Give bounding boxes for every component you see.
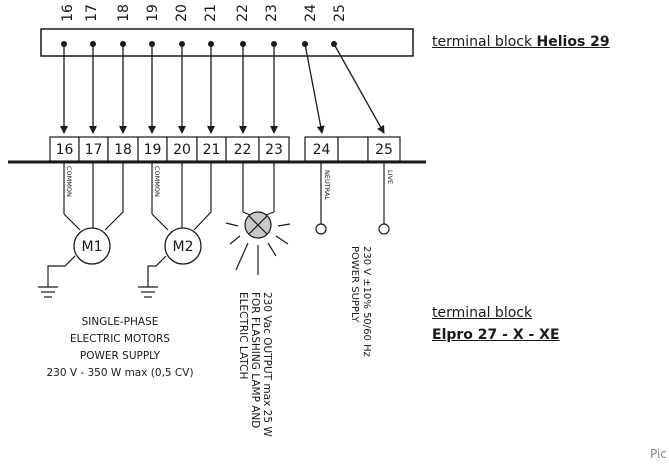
top-terminal-number: 25 [332,4,348,22]
helios-label-name: Helios 29 [536,34,610,50]
lamp-wiring [242,162,275,216]
helios-terminal-block [40,28,414,57]
svg-text:POWER SUPPLY: POWER SUPPLY [80,350,161,362]
bottom-terminal-number: 21 [203,142,221,158]
top-terminal-number: 21 [203,4,219,22]
bottom-terminal-number: 16 [56,142,74,158]
svg-text:230 V ±10% 50/60 Hz: 230 V ±10% 50/60 Hz [361,246,372,357]
figure-caption-fragment: Pic [650,447,667,461]
top-terminal-number: 17 [84,4,100,22]
connection-arrows [60,43,385,134]
live-label: LIVE [386,170,394,184]
arrow-24 [304,43,325,134]
flashing-lamp-icon [225,211,291,275]
svg-text:SINGLE-PHASE: SINGLE-PHASE [82,316,159,328]
svg-text:FOR FLASHING LAMP AND: FOR FLASHING LAMP AND [249,292,261,428]
motor-m1-wiring [38,162,124,298]
elpro-label-name: Elpro 27 - X - XE [432,327,560,343]
svg-text:ELECTRIC MOTORS: ELECTRIC MOTORS [70,333,170,345]
bottom-terminal-number: 17 [85,142,103,158]
supply-caption: 230 V ±10% 50/60 Hz POWER SUPPLY [349,246,372,357]
bottom-terminal-number: 23 [265,142,283,158]
bottom-terminal-number: 18 [114,142,132,158]
top-terminal-numbers: 16 17 18 19 20 21 22 23 24 25 [60,4,348,22]
motor-m1-symbol [73,227,111,265]
svg-text:230 Vac OUTPUT max 25 W: 230 Vac OUTPUT max 25 W [261,292,273,437]
arrow-25 [333,43,385,134]
motor-m1-label: M1 [82,239,103,255]
bottom-terminal-numbers: 16 17 18 19 20 21 22 23 24 25 [56,142,393,158]
motor-m2-label: M2 [173,239,194,255]
elpro-label: terminal block Elpro 27 - X - XE [432,302,560,346]
top-terminal-number: 24 [303,4,319,22]
bottom-terminal-number: 22 [234,142,252,158]
supply-wiring [315,162,390,235]
top-terminal-number: 16 [60,4,76,22]
neutral-label: NEUTRAL [323,170,331,200]
helios-label: terminal block Helios 29 [432,34,610,50]
lamp-caption: 230 Vac OUTPUT max 25 W FOR FLASHING LAM… [237,292,273,437]
svg-text:230 V - 350 W max (0,5 CV): 230 V - 350 W max (0,5 CV) [46,367,193,379]
top-terminal-number: 18 [116,4,132,22]
helios-label-prefix: terminal block [432,34,537,50]
neutral-terminal [315,223,327,235]
top-terminal-number: 23 [264,4,280,22]
elpro-terminal-block [49,136,401,162]
bottom-terminal-number: 25 [375,142,393,158]
common-label-m1: COMMON [65,166,73,197]
motors-caption: SINGLE-PHASE ELECTRIC MOTORS POWER SUPPL… [46,316,193,379]
top-terminal-number: 19 [145,4,161,22]
motor-m2-symbol [164,227,202,265]
live-terminal [378,223,390,235]
svg-text:ELECTRIC LATCH: ELECTRIC LATCH [237,292,249,379]
bottom-terminal-number: 20 [173,142,191,158]
elpro-label-prefix: terminal block [432,305,533,321]
bottom-terminal-number: 24 [313,142,331,158]
common-label-m2: COMMON [153,166,161,197]
top-terminal-number: 22 [235,4,251,22]
svg-text:POWER SUPPLY: POWER SUPPLY [349,246,360,323]
bottom-terminal-number: 19 [144,142,162,158]
motor-m2-wiring [138,162,212,298]
top-terminal-number: 20 [174,4,190,22]
